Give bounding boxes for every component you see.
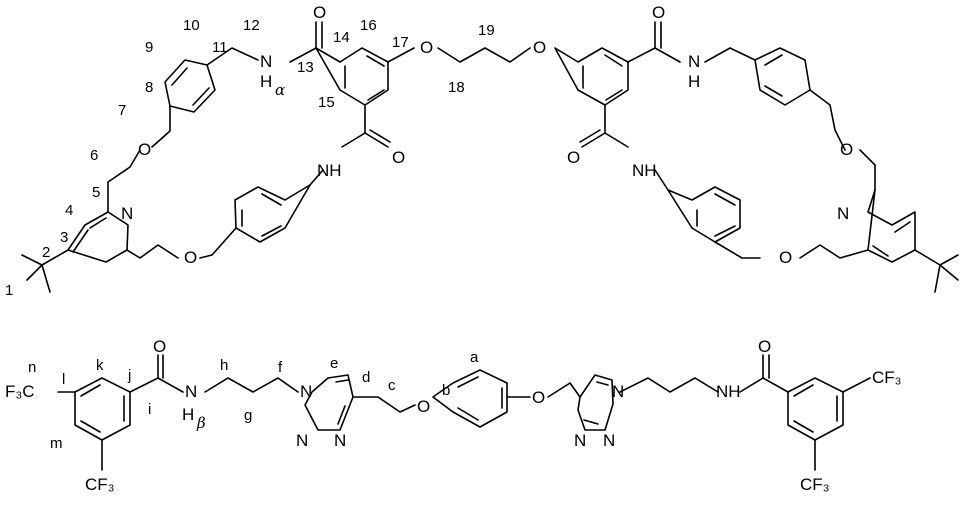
position-label-19: 19: [478, 22, 495, 39]
atom-N-triazole-left-1: N: [300, 382, 312, 401]
label-alpha: α: [275, 81, 285, 99]
position-label-6: 6: [90, 147, 98, 164]
label-beta: β: [196, 414, 206, 432]
position-label-1: 1: [5, 282, 13, 299]
position-label-f: f: [278, 359, 283, 376]
position-label-16: 16: [360, 17, 377, 34]
atom-NH-lower-right: NH: [632, 161, 657, 180]
atom-N-alpha: N: [260, 52, 272, 71]
position-label-5: 5: [92, 184, 100, 201]
atom-H-beta: H: [182, 405, 194, 424]
atom-O-amide-right: O: [758, 337, 771, 356]
position-label-l: l: [62, 371, 65, 388]
position-label-3: 3: [60, 229, 68, 246]
bottom-position-labels: a b c d e f g h i j k l m n: [28, 349, 479, 452]
atom-O-ether-bottom-right: O: [779, 248, 792, 267]
position-label-b: b: [442, 382, 450, 399]
position-label-11: 11: [212, 39, 228, 56]
position-label-c: c: [388, 377, 396, 394]
position-label-9: 9: [145, 39, 153, 56]
atom-O-ether-right-chain: O: [533, 38, 546, 57]
atom-O-carbonyl-lower-left: O: [392, 148, 405, 167]
atom-CF3-bottom-left: CF₃: [85, 475, 115, 494]
position-label-2: 2: [42, 244, 50, 261]
position-label-d: d: [362, 369, 370, 386]
top-molecule-bonds: [21, 21, 959, 293]
position-label-g: g: [244, 407, 252, 424]
atom-N-triazole-right-2: N: [574, 431, 586, 450]
atom-NH-amide-right: NH: [716, 382, 741, 401]
atom-O-ether-right: O: [840, 140, 853, 159]
atom-O-amide-left: O: [153, 337, 166, 356]
top-position-labels: 1 2 3 4 5 6 7 8 9 10 11 12 13 14 15 16 1…: [5, 17, 495, 299]
position-label-10: 10: [183, 17, 200, 34]
atom-N-pyridine-right: N: [837, 204, 849, 223]
top-molecule-atoms: N H α O O O O N H NH O O N O O NH O N O: [121, 3, 853, 267]
position-label-18: 18: [448, 79, 465, 96]
atom-N-triazole-right-3: N: [603, 431, 615, 450]
atom-N-triazole-right-1: N: [612, 382, 624, 401]
position-label-k: k: [96, 357, 104, 374]
position-label-a: a: [470, 349, 479, 366]
atom-N-right: N: [688, 52, 700, 71]
position-label-4: 4: [65, 202, 73, 219]
atom-N-triazole-left-2: N: [296, 431, 308, 450]
atom-O-carbonyl-right: O: [652, 3, 665, 22]
atom-H-alpha: H: [260, 72, 272, 91]
position-label-12: 12: [243, 17, 260, 34]
atom-N-pyridine-left: N: [121, 204, 133, 223]
position-label-8: 8: [145, 79, 153, 96]
position-label-n: n: [28, 359, 36, 376]
position-label-j: j: [127, 367, 131, 384]
bottom-molecule-bonds: [57, 354, 871, 471]
atom-O-ether-right: O: [532, 388, 545, 407]
atom-O-carbonyl-lower-right: O: [567, 148, 580, 167]
position-label-7: 7: [118, 102, 126, 119]
atom-CF3-right-top: CF₃: [872, 368, 902, 387]
position-label-15: 15: [318, 94, 335, 111]
atom-O-carbonyl-13: O: [313, 3, 326, 22]
position-label-i: i: [148, 401, 151, 418]
position-label-e: e: [330, 355, 338, 372]
atom-O-ether-left: O: [417, 397, 430, 416]
atom-CF3-right-bottom: CF₃: [800, 475, 830, 494]
atom-O-ether-bottom-left: O: [184, 248, 197, 267]
atom-O-ether-7: O: [138, 140, 151, 159]
bottom-molecule-atoms: F₃C CF₃ O N H β N N N O O N N N NH O CF₃…: [5, 337, 902, 494]
atom-N-triazole-left-3: N: [334, 431, 346, 450]
atom-N-amide-left: N: [185, 382, 197, 401]
position-label-17: 17: [392, 34, 409, 51]
atom-NH-lower-left: NH: [317, 161, 342, 180]
position-label-14: 14: [333, 29, 350, 46]
position-label-m: m: [50, 435, 63, 452]
position-label-13: 13: [297, 59, 314, 76]
atom-H-right: H: [688, 72, 700, 91]
position-label-h: h: [220, 357, 228, 374]
atom-O-ether-17: O: [420, 38, 433, 57]
atom-CF3-left: F₃C: [5, 382, 35, 401]
